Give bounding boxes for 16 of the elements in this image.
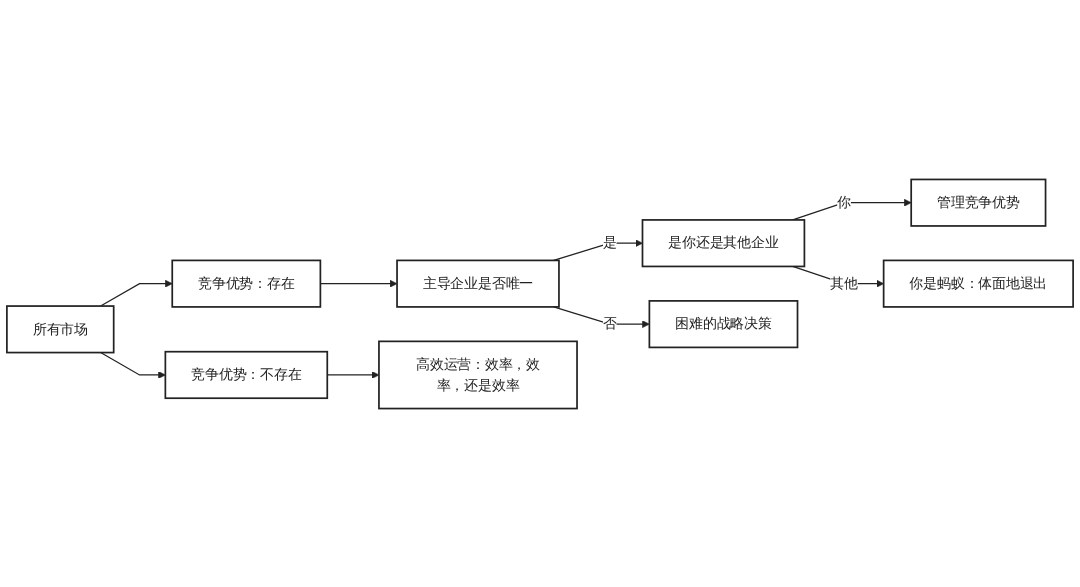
edge-label: 你: [837, 193, 851, 210]
edge-label: 是: [602, 234, 617, 251]
node-box: 竞争优势：存在: [171, 259, 322, 308]
node-box: 是你还是其他企业: [641, 218, 806, 267]
node-box: 困难的战略决策: [648, 299, 799, 348]
edge-label: 其他: [830, 274, 858, 291]
node-box: 主导企业是否唯一: [396, 259, 560, 308]
arrow: [553, 238, 643, 261]
arrow: [100, 279, 173, 307]
arrow: [100, 351, 166, 379]
node-box: 竞争优势：不存在: [164, 350, 329, 399]
node-box: 你是蚂蚁：体面地退出: [882, 259, 1074, 308]
node-box: 管理竞争优势: [910, 178, 1047, 227]
edge-label: 否: [602, 315, 617, 332]
node-box: 高效运营：效率，效率，还是效率: [378, 340, 578, 409]
node-box: 所有市场: [6, 304, 115, 353]
